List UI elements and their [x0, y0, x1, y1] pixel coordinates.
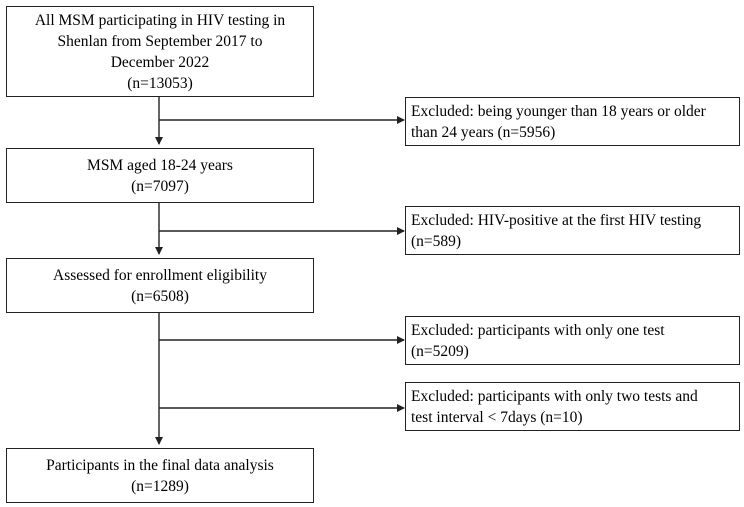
- exclusion-box-hiv-positive: Excluded: HIV-positive at the first HIV …: [405, 206, 740, 255]
- exclusion-box-line: test interval < 7days (n=10): [411, 408, 583, 426]
- main-box-line: Assessed for enrollment eligibility: [53, 266, 267, 284]
- main-box-line: December 2022: [110, 53, 210, 71]
- exclusion-box-line: Excluded: HIV-positive at the first HIV …: [411, 211, 702, 229]
- exclusion-box-line: Excluded: participants with only two tes…: [411, 387, 698, 405]
- main-box-line: Shenlan from September 2017 to: [57, 32, 263, 50]
- main-box-aged-18-24: MSM aged 18-24 years (n=7097): [6, 148, 314, 203]
- exclusion-box-line: (n=5209): [411, 342, 469, 360]
- main-box-line: (n=13053): [127, 74, 193, 92]
- exclusion-box-age: Excluded: being younger than 18 years or…: [405, 97, 740, 146]
- main-box-line: All MSM participating in HIV testing in: [34, 11, 286, 29]
- main-box-line: (n=6508): [131, 287, 189, 305]
- main-box-line: MSM aged 18-24 years: [87, 156, 233, 174]
- exclusion-box-one-test: Excluded: participants with only one tes…: [405, 316, 740, 365]
- main-box-line: (n=1289): [131, 477, 189, 495]
- exclusion-box-two-tests: Excluded: participants with only two tes…: [405, 382, 740, 431]
- exclusion-box-line: Excluded: being younger than 18 years or…: [411, 102, 706, 120]
- main-box-line: Participants in the final data analysis: [46, 456, 274, 474]
- exclusion-box-line: than 24 years (n=5956): [411, 123, 556, 141]
- exclusion-box-line: (n=589): [411, 232, 462, 250]
- exclusion-box-line: Excluded: participants with only one tes…: [411, 321, 665, 339]
- main-box-all-msm: All MSM participating in HIV testing in …: [6, 6, 314, 97]
- main-box-assessed-eligibility: Assessed for enrollment eligibility (n=6…: [6, 258, 314, 313]
- main-box-line: (n=7097): [131, 177, 189, 195]
- main-box-final-analysis: Participants in the final data analysis …: [6, 448, 314, 503]
